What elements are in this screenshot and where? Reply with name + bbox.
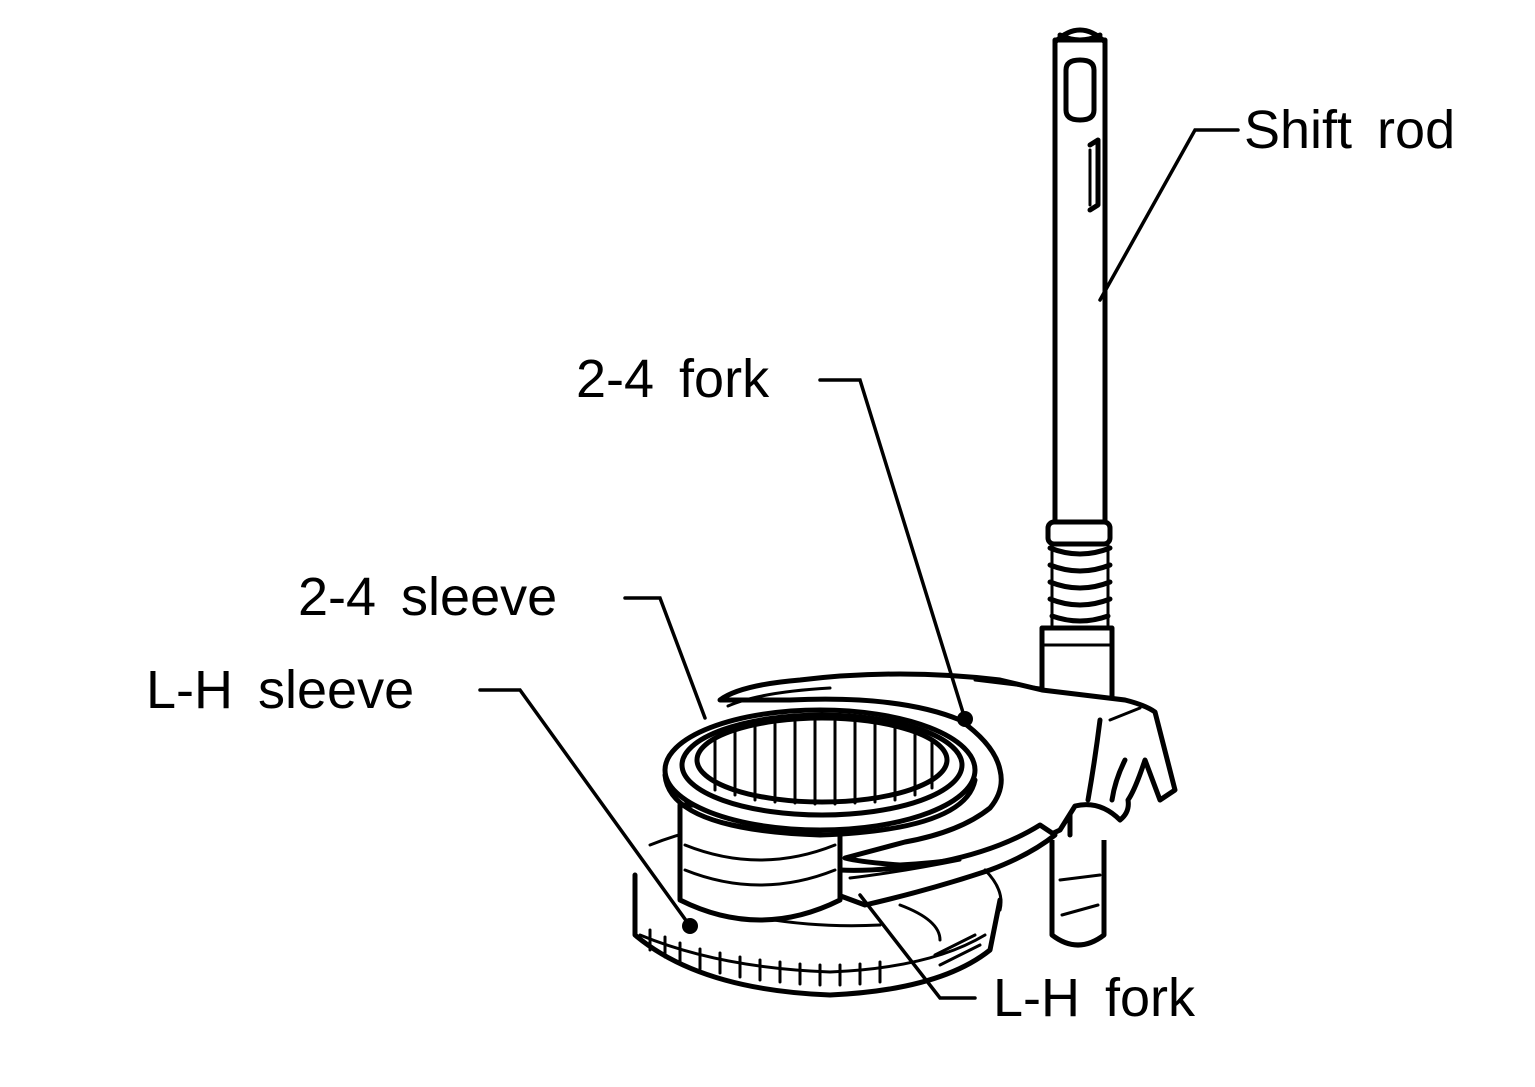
- leader-sleeve-2-4: [623, 596, 707, 720]
- label-fork-2-4: 2-4 fork: [576, 349, 770, 409]
- leader-fork-2-4: [818, 378, 967, 721]
- shift-rod: [1039, 27, 1115, 948]
- label-fork-l-h: L-H fork: [993, 968, 1196, 1028]
- leader-sleeve-l-h: [478, 688, 692, 928]
- label-sleeve-2-4: 2-4 sleeve: [298, 567, 558, 627]
- leader-lines: [478, 128, 1240, 1000]
- leader-fork-l-h: [858, 893, 977, 1000]
- leader-shift-rod: [1098, 128, 1240, 302]
- fork-l-h: [832, 822, 1058, 908]
- label-sleeve-l-h: L-H sleeve: [146, 660, 415, 720]
- sleeve-2-4: [662, 707, 978, 923]
- fork-2-4: [717, 671, 1178, 868]
- label-shift-rod: Shift rod: [1244, 100, 1456, 160]
